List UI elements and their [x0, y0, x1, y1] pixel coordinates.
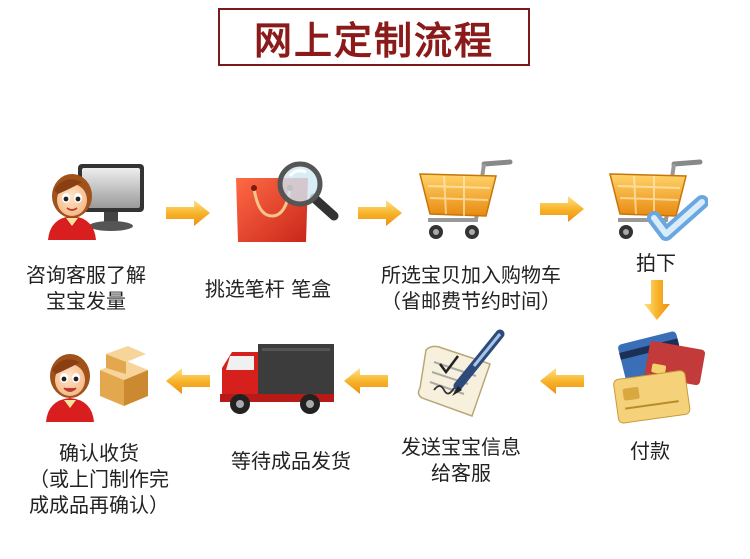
title-frame: 网上定制流程: [218, 8, 530, 66]
shopping-cart-icon: [414, 158, 518, 250]
step-4-label: 拍下: [616, 250, 696, 276]
step-2-label: 挑选笔杆 笔盒: [188, 276, 348, 302]
step-6-label: 发送宝宝信息 给客服: [386, 434, 536, 486]
shopping-bag-magnifier-icon: [228, 158, 340, 250]
step-7-label: 等待成品发货: [206, 448, 376, 474]
cart-checkmark-icon: [604, 158, 708, 250]
step-8-label: 确认收货 （或上门制作完 成成品再确认）: [14, 440, 184, 518]
step-4-line-1: 拍下: [616, 250, 696, 276]
step-5-label: 付款: [610, 438, 690, 464]
step-6-line-2: 给客服: [386, 460, 536, 486]
step-2-line-1: 挑选笔杆 笔盒: [188, 276, 348, 302]
step-3-label: 所选宝贝加入购物车 （省邮费节约时间）: [366, 262, 576, 314]
arrow-right-2-icon: [358, 200, 402, 230]
arrow-down-icon: [644, 280, 670, 324]
step-6-line-1: 发送宝宝信息: [386, 434, 536, 460]
page-title: 网上定制流程: [254, 10, 494, 65]
step-5-line-1: 付款: [610, 438, 690, 464]
step-1-label: 咨询客服了解 宝宝发量: [6, 262, 166, 314]
customer-service-computer-icon: [40, 160, 152, 246]
document-pen-icon: [412, 328, 512, 428]
credit-cards-icon: [608, 328, 708, 428]
arrow-left-1-icon: [540, 368, 584, 398]
step-3-line-2: （省邮费节约时间）: [366, 288, 576, 314]
step-8-line-1: 确认收货: [14, 440, 184, 466]
step-7-line-1: 等待成品发货: [206, 448, 376, 474]
delivery-truck-icon: [218, 338, 338, 422]
step-8-line-2: （或上门制作完: [14, 466, 184, 492]
step-1-line-1: 咨询客服了解: [6, 262, 166, 288]
customer-packages-icon: [40, 340, 152, 428]
arrow-left-2-icon: [344, 368, 388, 398]
step-8-line-3: 成成品再确认）: [14, 492, 184, 518]
step-3-line-1: 所选宝贝加入购物车: [366, 262, 576, 288]
step-1-line-2: 宝宝发量: [6, 288, 166, 314]
arrow-right-1-icon: [166, 200, 210, 230]
arrow-left-3-icon: [166, 368, 210, 398]
arrow-right-3-icon: [540, 196, 584, 226]
